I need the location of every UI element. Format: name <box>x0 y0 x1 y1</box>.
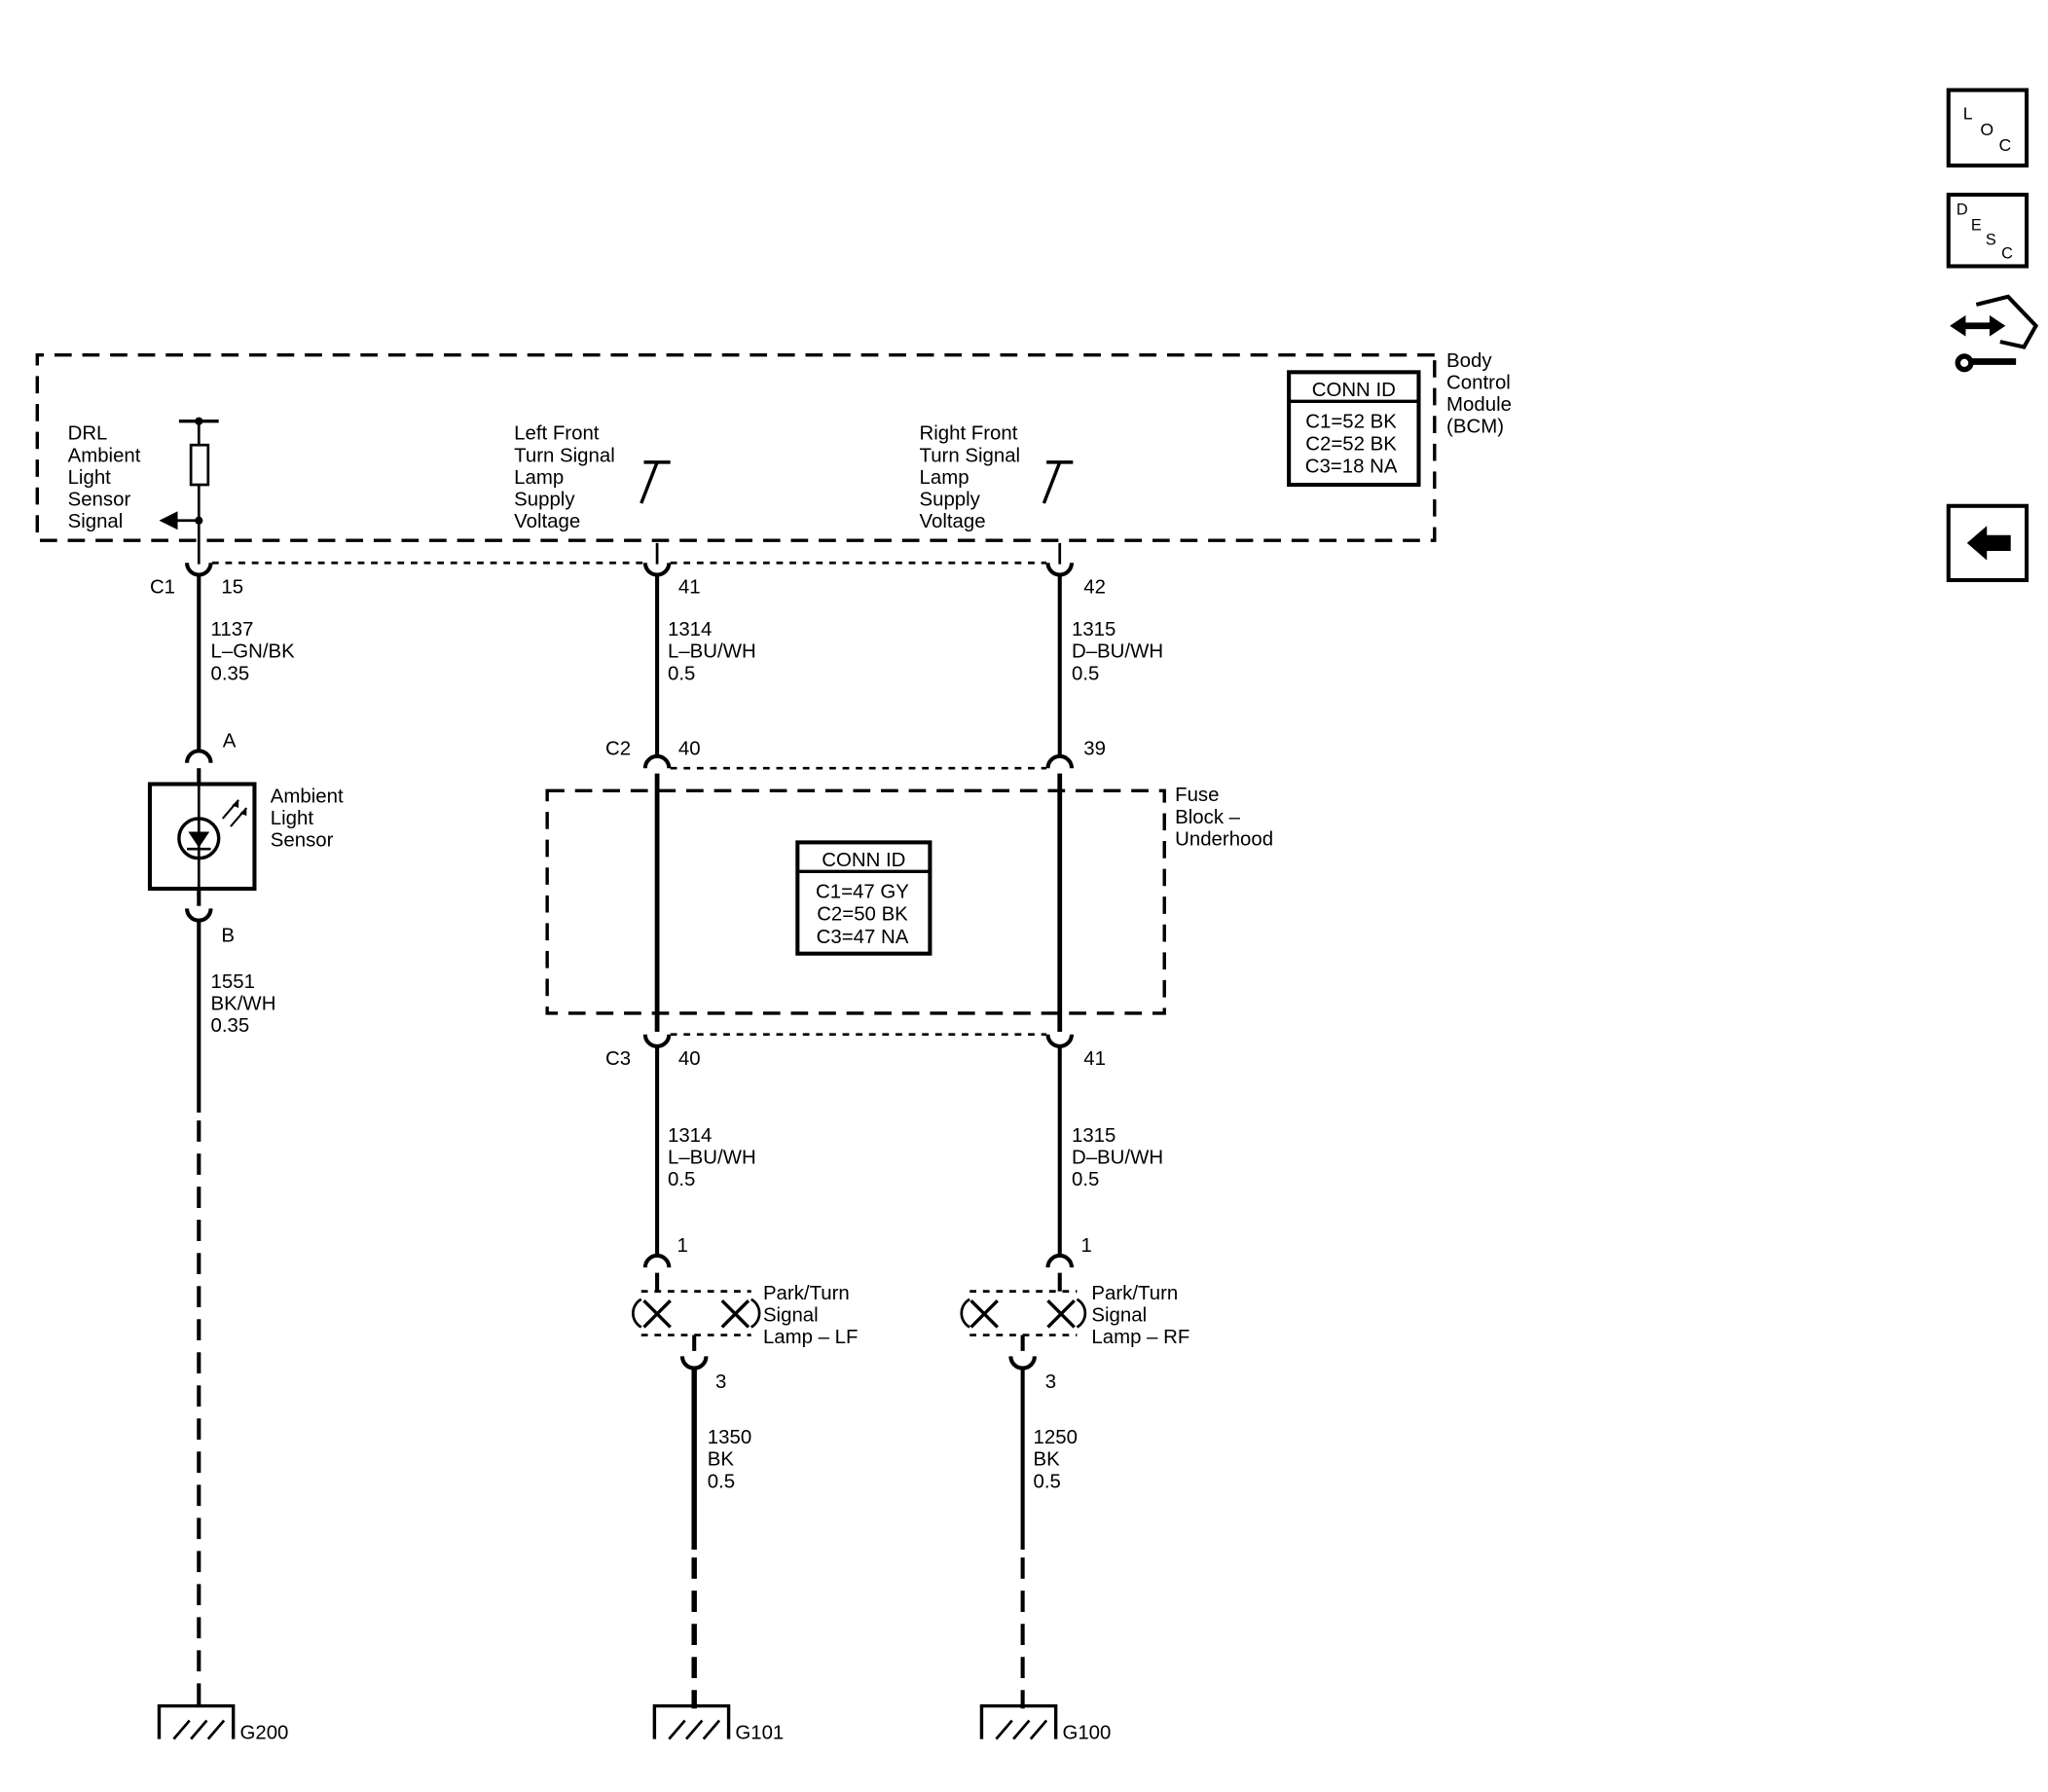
back-button[interactable] <box>1946 503 2030 583</box>
c3-label: C3 <box>605 1048 631 1070</box>
loc-icon-letter: O <box>1980 120 1993 139</box>
fuse-conn-id-row: C3=47 NA <box>817 927 909 948</box>
ground-g200: G200 <box>157 1703 288 1744</box>
bcm-conn-id-row: C1=52 BK <box>1305 411 1397 432</box>
desc-icon-letter: D <box>1957 201 1968 218</box>
lamp-pin-out: 3 <box>1045 1371 1056 1393</box>
fuse-conn-id-title: CONN ID <box>822 850 905 871</box>
bcm-conn-id-table: CONN ID C1=52 BK C2=52 BK C3=18 NA <box>1287 370 1421 488</box>
pin-label: 41 <box>1083 1048 1106 1070</box>
park-turn-lamp-lf <box>632 1290 761 1336</box>
sensor-pin-b: B <box>221 925 235 946</box>
ground-label: G101 <box>735 1723 784 1744</box>
pin-label: 40 <box>678 1048 701 1070</box>
fuse-conn-id-table: CONN ID C1=47 GY C2=50 BK C3=47 NA <box>795 840 933 956</box>
bcm-conn-id-title: CONN ID <box>1312 380 1396 401</box>
pin-label: 40 <box>678 739 701 760</box>
fuse-conn-id-row: C1=47 GY <box>816 882 909 903</box>
lamp-pin-out: 3 <box>715 1371 726 1393</box>
pin-label: 39 <box>1083 739 1106 760</box>
park-turn-lamp-rf <box>960 1290 1087 1336</box>
c2-label: C2 <box>605 739 631 760</box>
ground-g100: G100 <box>979 1703 1111 1744</box>
connector-end-view-icon <box>1941 291 2039 382</box>
c1-label: C1 <box>150 577 175 599</box>
back-arrow-icon <box>1966 526 2011 561</box>
loc-icon-letter: C <box>1998 135 2011 155</box>
desc-button[interactable]: D E S C <box>1946 192 2030 269</box>
desc-icon-letter: C <box>2001 244 2013 262</box>
pin-label: 42 <box>1083 577 1106 599</box>
connector-end-view-button[interactable] <box>1941 291 2039 382</box>
pin-label: 41 <box>678 577 701 599</box>
ground-label: G200 <box>239 1723 288 1744</box>
loc-button[interactable]: L O C <box>1946 88 2030 168</box>
bcm-connector-c1: C1 15 41 42 <box>150 561 1106 599</box>
bcm-conn-id-row: C3=18 NA <box>1305 457 1398 478</box>
sensor-pin-a: A <box>223 730 237 751</box>
ground-label: G100 <box>1062 1723 1111 1744</box>
pin-label: 15 <box>221 577 243 599</box>
lamp-pin-in: 1 <box>1081 1235 1092 1257</box>
desc-icon-letter: S <box>1986 232 1996 249</box>
desc-icon-letter: E <box>1971 217 1982 235</box>
bcm-conn-id-row: C2=52 BK <box>1305 434 1397 456</box>
ground-g101: G101 <box>652 1703 784 1744</box>
fuse-conn-id-row: C2=50 BK <box>817 904 908 926</box>
lamp-pin-in: 1 <box>677 1235 688 1257</box>
loc-icon-letter: L <box>1963 103 1973 123</box>
